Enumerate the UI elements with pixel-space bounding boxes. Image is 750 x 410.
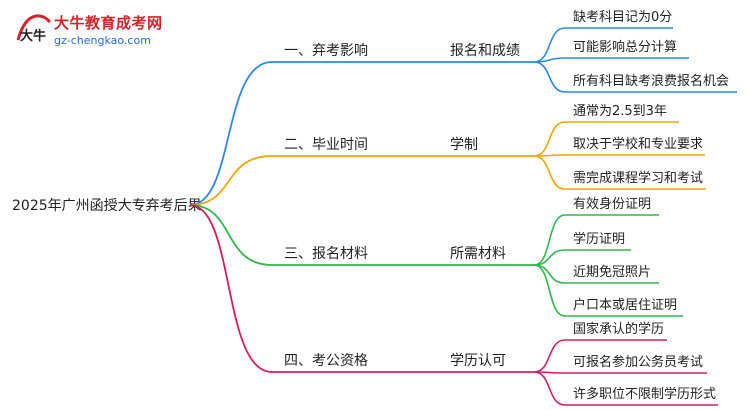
leaf-text: 户口本或居住证明 xyxy=(573,297,677,313)
branch-connector xyxy=(189,155,273,206)
leaf-text: 可能影响总分计算 xyxy=(573,39,677,55)
branch-title: 一、弃考影响 xyxy=(284,43,368,59)
leaf-connector xyxy=(533,214,566,266)
leaf-connector xyxy=(533,155,566,190)
logo-mark-text: 大牛 xyxy=(20,28,46,44)
branch-connector xyxy=(189,61,273,206)
leaf-text: 缺考科目记为0分 xyxy=(573,10,672,25)
leaf-text: 近期免冠照片 xyxy=(573,265,651,280)
branch-subtopic: 学制 xyxy=(450,137,478,153)
leaf-connector xyxy=(533,27,566,63)
branch-subtopic: 学历认可 xyxy=(450,353,506,369)
leaf-text: 取决于学校和专业要求 xyxy=(573,136,703,152)
leaf-connector xyxy=(533,61,566,93)
leaf-connector xyxy=(533,339,566,373)
leaf-text: 许多职位不限制学历形式 xyxy=(573,386,716,402)
leaf-text: 有效身份证明 xyxy=(573,196,651,212)
branch-title: 二、毕业时间 xyxy=(284,137,368,153)
leaf-text: 国家承认的学历 xyxy=(573,321,664,337)
leaf-text: 通常为2.5到3年 xyxy=(573,104,667,119)
logo-name: 大牛教育成考网 xyxy=(54,14,163,32)
logo-url: gz-chengkao.com xyxy=(54,34,151,47)
branch-connector xyxy=(189,204,273,373)
leaf-text: 所有科目缺考浪费报名机会 xyxy=(573,73,729,89)
logo-mark-icon: 大牛 xyxy=(16,14,52,44)
leaf-text: 需完成课程学习和考试 xyxy=(573,170,703,186)
leaf-text: 可报名参加公务员考试 xyxy=(573,354,703,370)
leaf-connector xyxy=(533,371,566,406)
branch-subtopic: 报名和成绩 xyxy=(450,43,520,59)
branch-subtopic: 所需材料 xyxy=(450,246,506,262)
leaf-connector xyxy=(533,121,566,157)
leaf-connector xyxy=(533,264,566,284)
root-topic: 2025年广州函授大专弃考后果 xyxy=(12,198,202,214)
leaf-text: 学历证明 xyxy=(573,231,625,247)
leaf-connector xyxy=(533,264,566,317)
site-logo: 大牛 大牛教育成考网 gz-chengkao.com xyxy=(14,10,214,54)
leaf-connector xyxy=(533,57,566,63)
branches: 一、弃考影响 报名和成绩 缺考科目记为0分可能影响总分计算所有科目缺考浪费报名机会二… xyxy=(189,10,737,406)
branch-connector xyxy=(189,204,273,266)
branch-title: 四、考公资格 xyxy=(284,353,368,369)
branch-title: 三、报名材料 xyxy=(284,246,368,262)
